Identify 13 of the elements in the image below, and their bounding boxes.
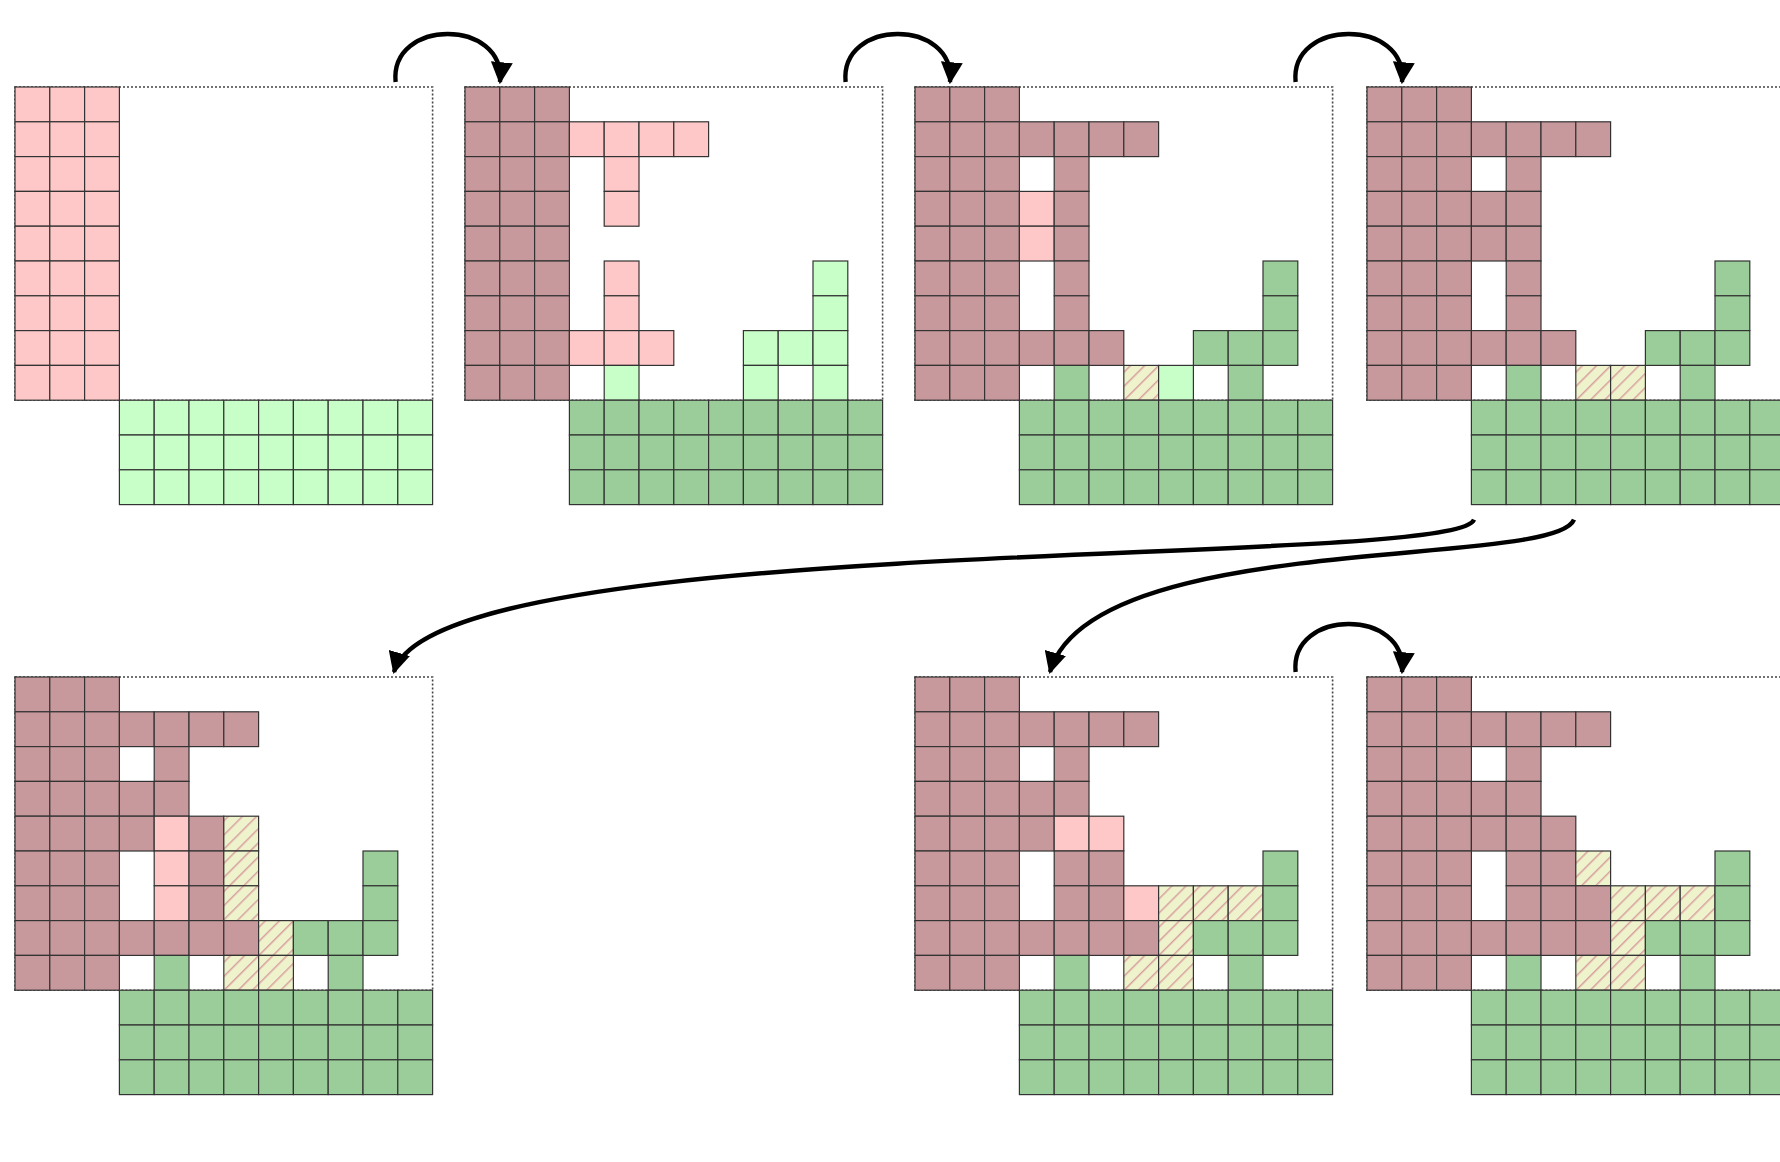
arrow <box>843 31 960 85</box>
grid-drawing <box>464 86 882 504</box>
arrow <box>393 31 510 85</box>
grid-drawing <box>1366 86 1780 504</box>
arrow <box>1293 621 1412 675</box>
grid-drawing <box>1366 676 1780 1094</box>
grid-drawing <box>14 86 432 504</box>
arrow <box>1048 517 1576 674</box>
grid-drawing <box>914 86 1332 504</box>
grid-drawing <box>914 676 1332 1094</box>
grid-drawing <box>14 676 432 1094</box>
arrow <box>1293 31 1412 85</box>
arrow <box>392 517 1475 674</box>
